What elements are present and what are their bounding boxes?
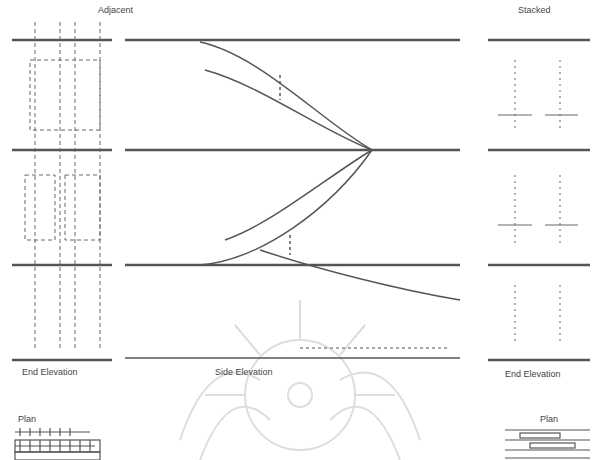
view-label: Plan [18, 415, 36, 425]
end-elevation-left [25, 22, 100, 350]
diverging-tracks [200, 42, 460, 348]
view-label: End Elevation [505, 370, 561, 380]
plan-right [505, 430, 590, 458]
view-label: Plan [540, 415, 558, 425]
view-label: Adjacent [98, 6, 133, 16]
track-lines [12, 40, 590, 360]
end-elevation-right [498, 60, 578, 345]
watermark-seal [180, 300, 420, 460]
plan-left [15, 428, 100, 460]
view-label: End Elevation [22, 368, 78, 378]
view-label: Stacked [518, 6, 551, 16]
view-label: Side Elevation [215, 368, 273, 378]
